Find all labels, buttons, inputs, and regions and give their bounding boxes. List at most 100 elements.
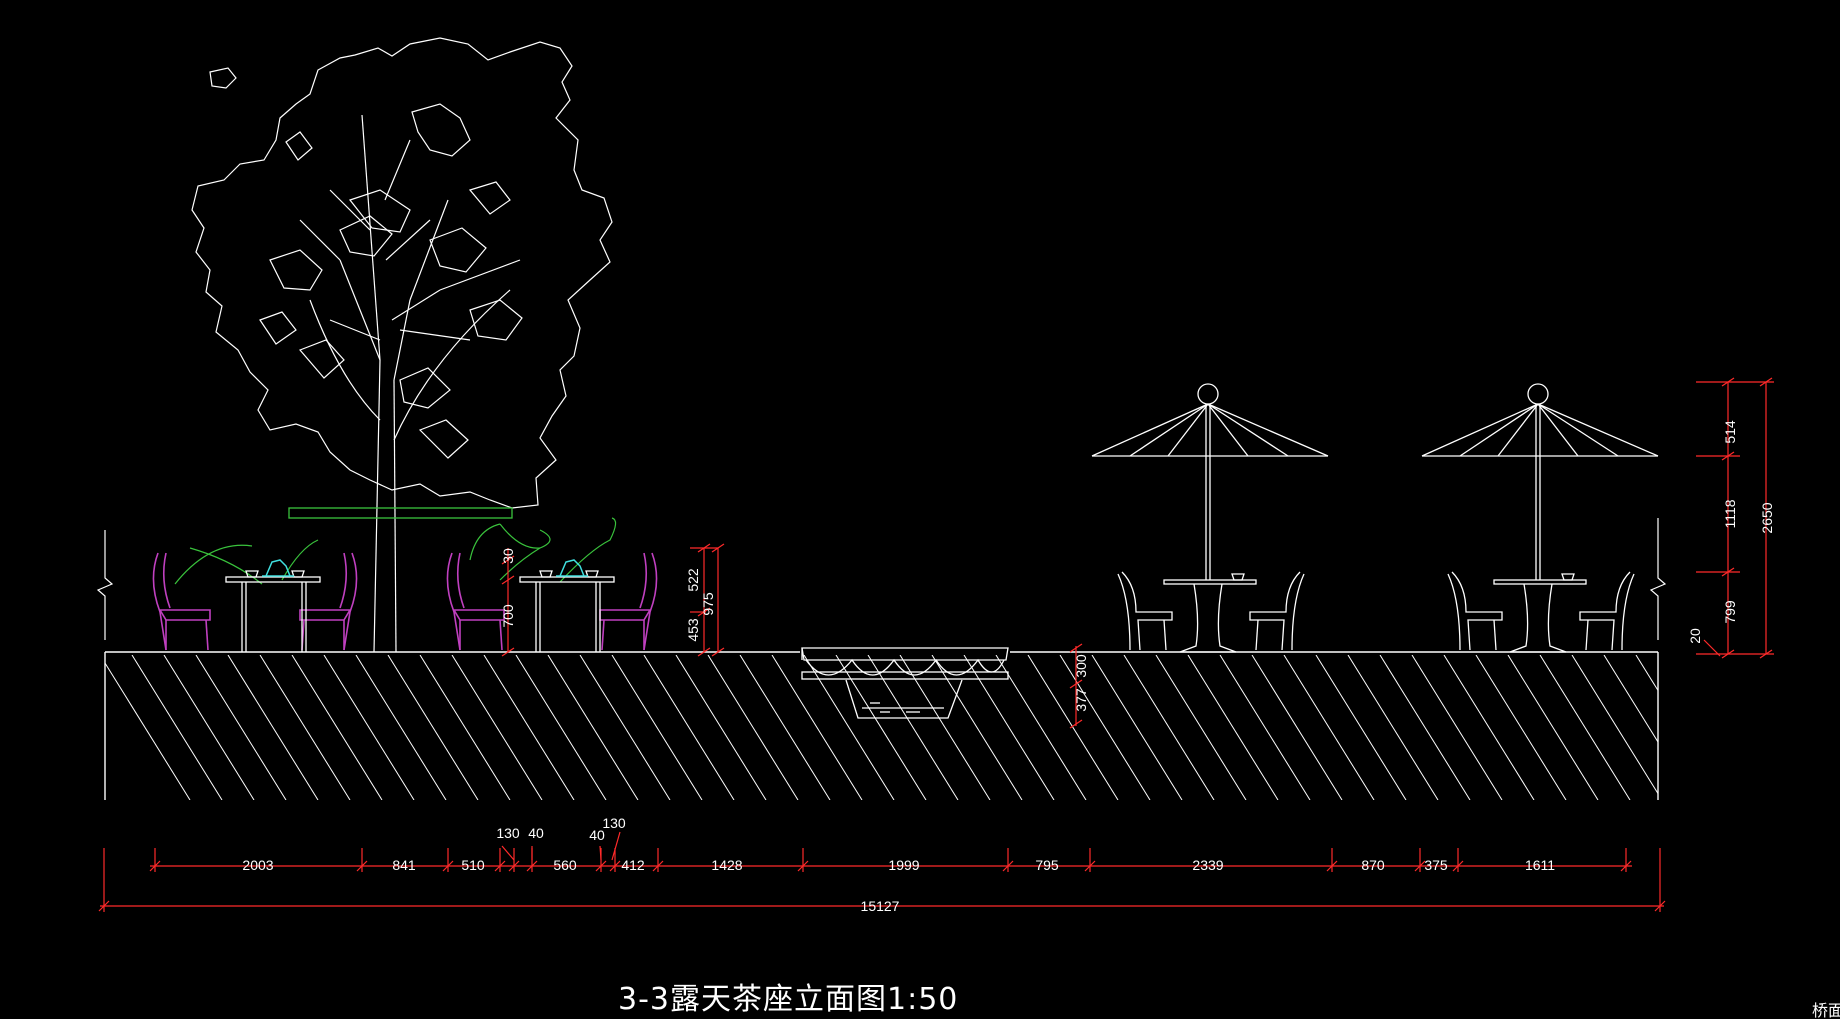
teapot-icon bbox=[262, 559, 294, 577]
hatch-line bbox=[1411, 655, 1503, 800]
dim-text: 1118 bbox=[1722, 499, 1738, 528]
chair-right-2 bbox=[599, 552, 658, 651]
dim-text: 130 bbox=[496, 825, 520, 841]
dim-text: 795 bbox=[1035, 857, 1059, 873]
dim-text: 30 bbox=[500, 548, 516, 564]
umbrella-table-set-1 bbox=[1091, 383, 1329, 653]
dim-tick bbox=[652, 860, 664, 872]
table-1 bbox=[225, 570, 321, 652]
dim-tick bbox=[526, 860, 538, 872]
dim-tick bbox=[494, 860, 506, 872]
table-set-2 bbox=[446, 517, 658, 652]
dimension-lines bbox=[98, 377, 1774, 912]
drawing-title: 3-3露天茶座立面图1:50 bbox=[618, 982, 958, 1017]
teapot-icon bbox=[556, 559, 588, 577]
dim-tick bbox=[1759, 649, 1773, 659]
hatch-line bbox=[483, 655, 575, 800]
dim-tick bbox=[501, 555, 515, 565]
dim-tick bbox=[697, 647, 711, 657]
hatch-line bbox=[259, 655, 351, 800]
hatch-line bbox=[355, 655, 447, 800]
hatch-line bbox=[1251, 655, 1343, 800]
hatch-line bbox=[451, 655, 543, 800]
hatch-line bbox=[1603, 655, 1658, 800]
hatch-line bbox=[1475, 655, 1567, 800]
dim-text: 40 bbox=[589, 827, 605, 843]
chair-left-1 bbox=[152, 552, 211, 651]
dim-text: 300 bbox=[1073, 654, 1089, 678]
dim-tick bbox=[711, 543, 725, 553]
dim-leader bbox=[599, 845, 602, 861]
dim-tick bbox=[149, 860, 161, 872]
break-mark-left bbox=[96, 530, 114, 640]
dim-tick bbox=[697, 543, 711, 553]
hatch-line bbox=[1315, 655, 1407, 800]
hatch-line bbox=[1027, 655, 1119, 800]
dim-text: 130 bbox=[602, 815, 626, 831]
dim-text: 560 bbox=[553, 857, 577, 873]
hatch-line bbox=[1571, 655, 1658, 800]
dim-tick bbox=[98, 900, 110, 912]
dim-tick bbox=[711, 647, 725, 657]
pond-bridge bbox=[801, 647, 1009, 719]
hatch-line bbox=[1539, 655, 1631, 800]
dim-tick bbox=[1069, 679, 1083, 689]
chair-right-1 bbox=[299, 552, 358, 651]
dim-tick bbox=[1069, 719, 1083, 729]
tree bbox=[191, 37, 613, 653]
dim-tick bbox=[1721, 567, 1735, 577]
dim-tick bbox=[797, 860, 809, 872]
tree-blob bbox=[209, 67, 237, 89]
break-mark-right bbox=[1649, 518, 1667, 640]
hatch-line bbox=[1187, 655, 1279, 800]
dim-tick bbox=[1069, 643, 1083, 653]
dim-tick bbox=[501, 575, 515, 585]
hatch-line bbox=[771, 655, 863, 800]
dim-text: 841 bbox=[392, 857, 416, 873]
hatch-line bbox=[419, 655, 511, 800]
hatch-line bbox=[1443, 655, 1535, 800]
hatch-line bbox=[1635, 655, 1658, 800]
dim-tick bbox=[1654, 900, 1666, 912]
tree-canopy bbox=[191, 37, 613, 509]
hatch-line bbox=[1379, 655, 1471, 800]
hatch-line bbox=[1219, 655, 1311, 800]
dim-text: 700 bbox=[500, 604, 516, 628]
dim-tick bbox=[1759, 377, 1773, 387]
dim-leader bbox=[501, 845, 515, 861]
dim-text: 20 bbox=[1687, 628, 1703, 644]
dim-tick bbox=[501, 647, 515, 657]
dim-text: 1999 bbox=[888, 857, 919, 873]
hatch-line bbox=[1283, 655, 1375, 800]
dim-text: 1611 bbox=[1525, 857, 1555, 873]
hatch-line bbox=[707, 655, 799, 800]
table-set-1 bbox=[152, 539, 358, 652]
hatch-line bbox=[547, 655, 639, 800]
dim-tick bbox=[442, 860, 454, 872]
table-2 bbox=[519, 570, 615, 652]
bottom-dimension-texts: 2003 841 510 560 412 1428 1999 795 2339 … bbox=[242, 815, 1555, 914]
dim-tick bbox=[595, 860, 607, 872]
dim-tick bbox=[609, 860, 621, 872]
dim-tick bbox=[1721, 649, 1735, 659]
tree-bench bbox=[288, 507, 513, 519]
hatch-line bbox=[1123, 655, 1215, 800]
dim-text: 510 bbox=[461, 857, 485, 873]
hatch-line bbox=[105, 655, 191, 800]
dim-tick bbox=[1414, 860, 1426, 872]
dim-text: 522 bbox=[685, 568, 701, 592]
hatch-line bbox=[611, 655, 703, 800]
chair-left-2 bbox=[446, 552, 505, 651]
dim-text: 870 bbox=[1361, 857, 1385, 873]
hatch-line bbox=[515, 655, 607, 800]
dim-text: 1428 bbox=[711, 857, 742, 873]
dim-tick bbox=[1326, 860, 1338, 872]
dim-tick bbox=[1620, 860, 1632, 872]
hatch-line bbox=[227, 655, 319, 800]
ground-line bbox=[104, 651, 1659, 800]
dim-leader bbox=[1703, 639, 1721, 657]
dim-text-overall: 15127 bbox=[861, 898, 900, 914]
dim-text: 2339 bbox=[1192, 857, 1223, 873]
corner-label: 桥面 bbox=[1812, 1001, 1840, 1019]
